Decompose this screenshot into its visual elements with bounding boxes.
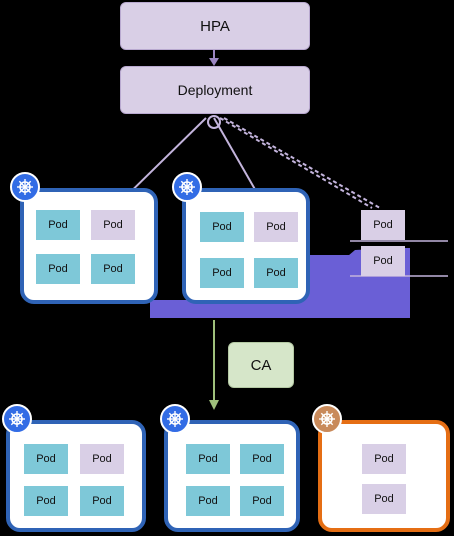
pod: Pod (91, 210, 135, 240)
node-3: Pod Pod Pod Pod (6, 420, 146, 532)
pod: Pod (80, 444, 124, 474)
deployment-to-pending1-line (219, 117, 373, 209)
deployment-to-pending2-line (223, 117, 381, 209)
pod: Pod (240, 486, 284, 516)
kubernetes-icon (172, 172, 202, 202)
pod: Pod (36, 210, 80, 240)
pod: Pod (36, 254, 80, 284)
pod: Pod (200, 212, 244, 242)
pod: Pod (254, 212, 298, 242)
hpa-to-deployment-arrowhead (209, 58, 219, 66)
ca-connector-arrowhead (209, 400, 219, 410)
pod: Pod (362, 444, 406, 474)
pod: Pod (200, 258, 244, 288)
hpa-box: HPA (120, 2, 310, 50)
pod: Pod (24, 486, 68, 516)
deployment-junction (207, 115, 221, 129)
kubernetes-icon (10, 172, 40, 202)
pod: Pod (240, 444, 284, 474)
pending-pod: Pod (361, 210, 405, 240)
pod: Pod (362, 484, 406, 514)
node-2: Pod Pod Pod Pod (182, 188, 310, 304)
kubernetes-icon (160, 404, 190, 434)
pending-pod: Pod (361, 246, 405, 276)
pod: Pod (91, 254, 135, 284)
pod: Pod (24, 444, 68, 474)
pod: Pod (80, 486, 124, 516)
node-4: Pod Pod Pod Pod (164, 420, 300, 532)
pod: Pod (254, 258, 298, 288)
new-node: Pod Pod (318, 420, 450, 532)
ca-box: CA (228, 342, 294, 388)
new-node-kubernetes-icon (312, 404, 342, 434)
node-1: Pod Pod Pod Pod (20, 188, 158, 304)
deployment-box: Deployment (120, 66, 310, 114)
pod: Pod (186, 444, 230, 474)
kubernetes-icon (2, 404, 32, 434)
pod: Pod (186, 486, 230, 516)
